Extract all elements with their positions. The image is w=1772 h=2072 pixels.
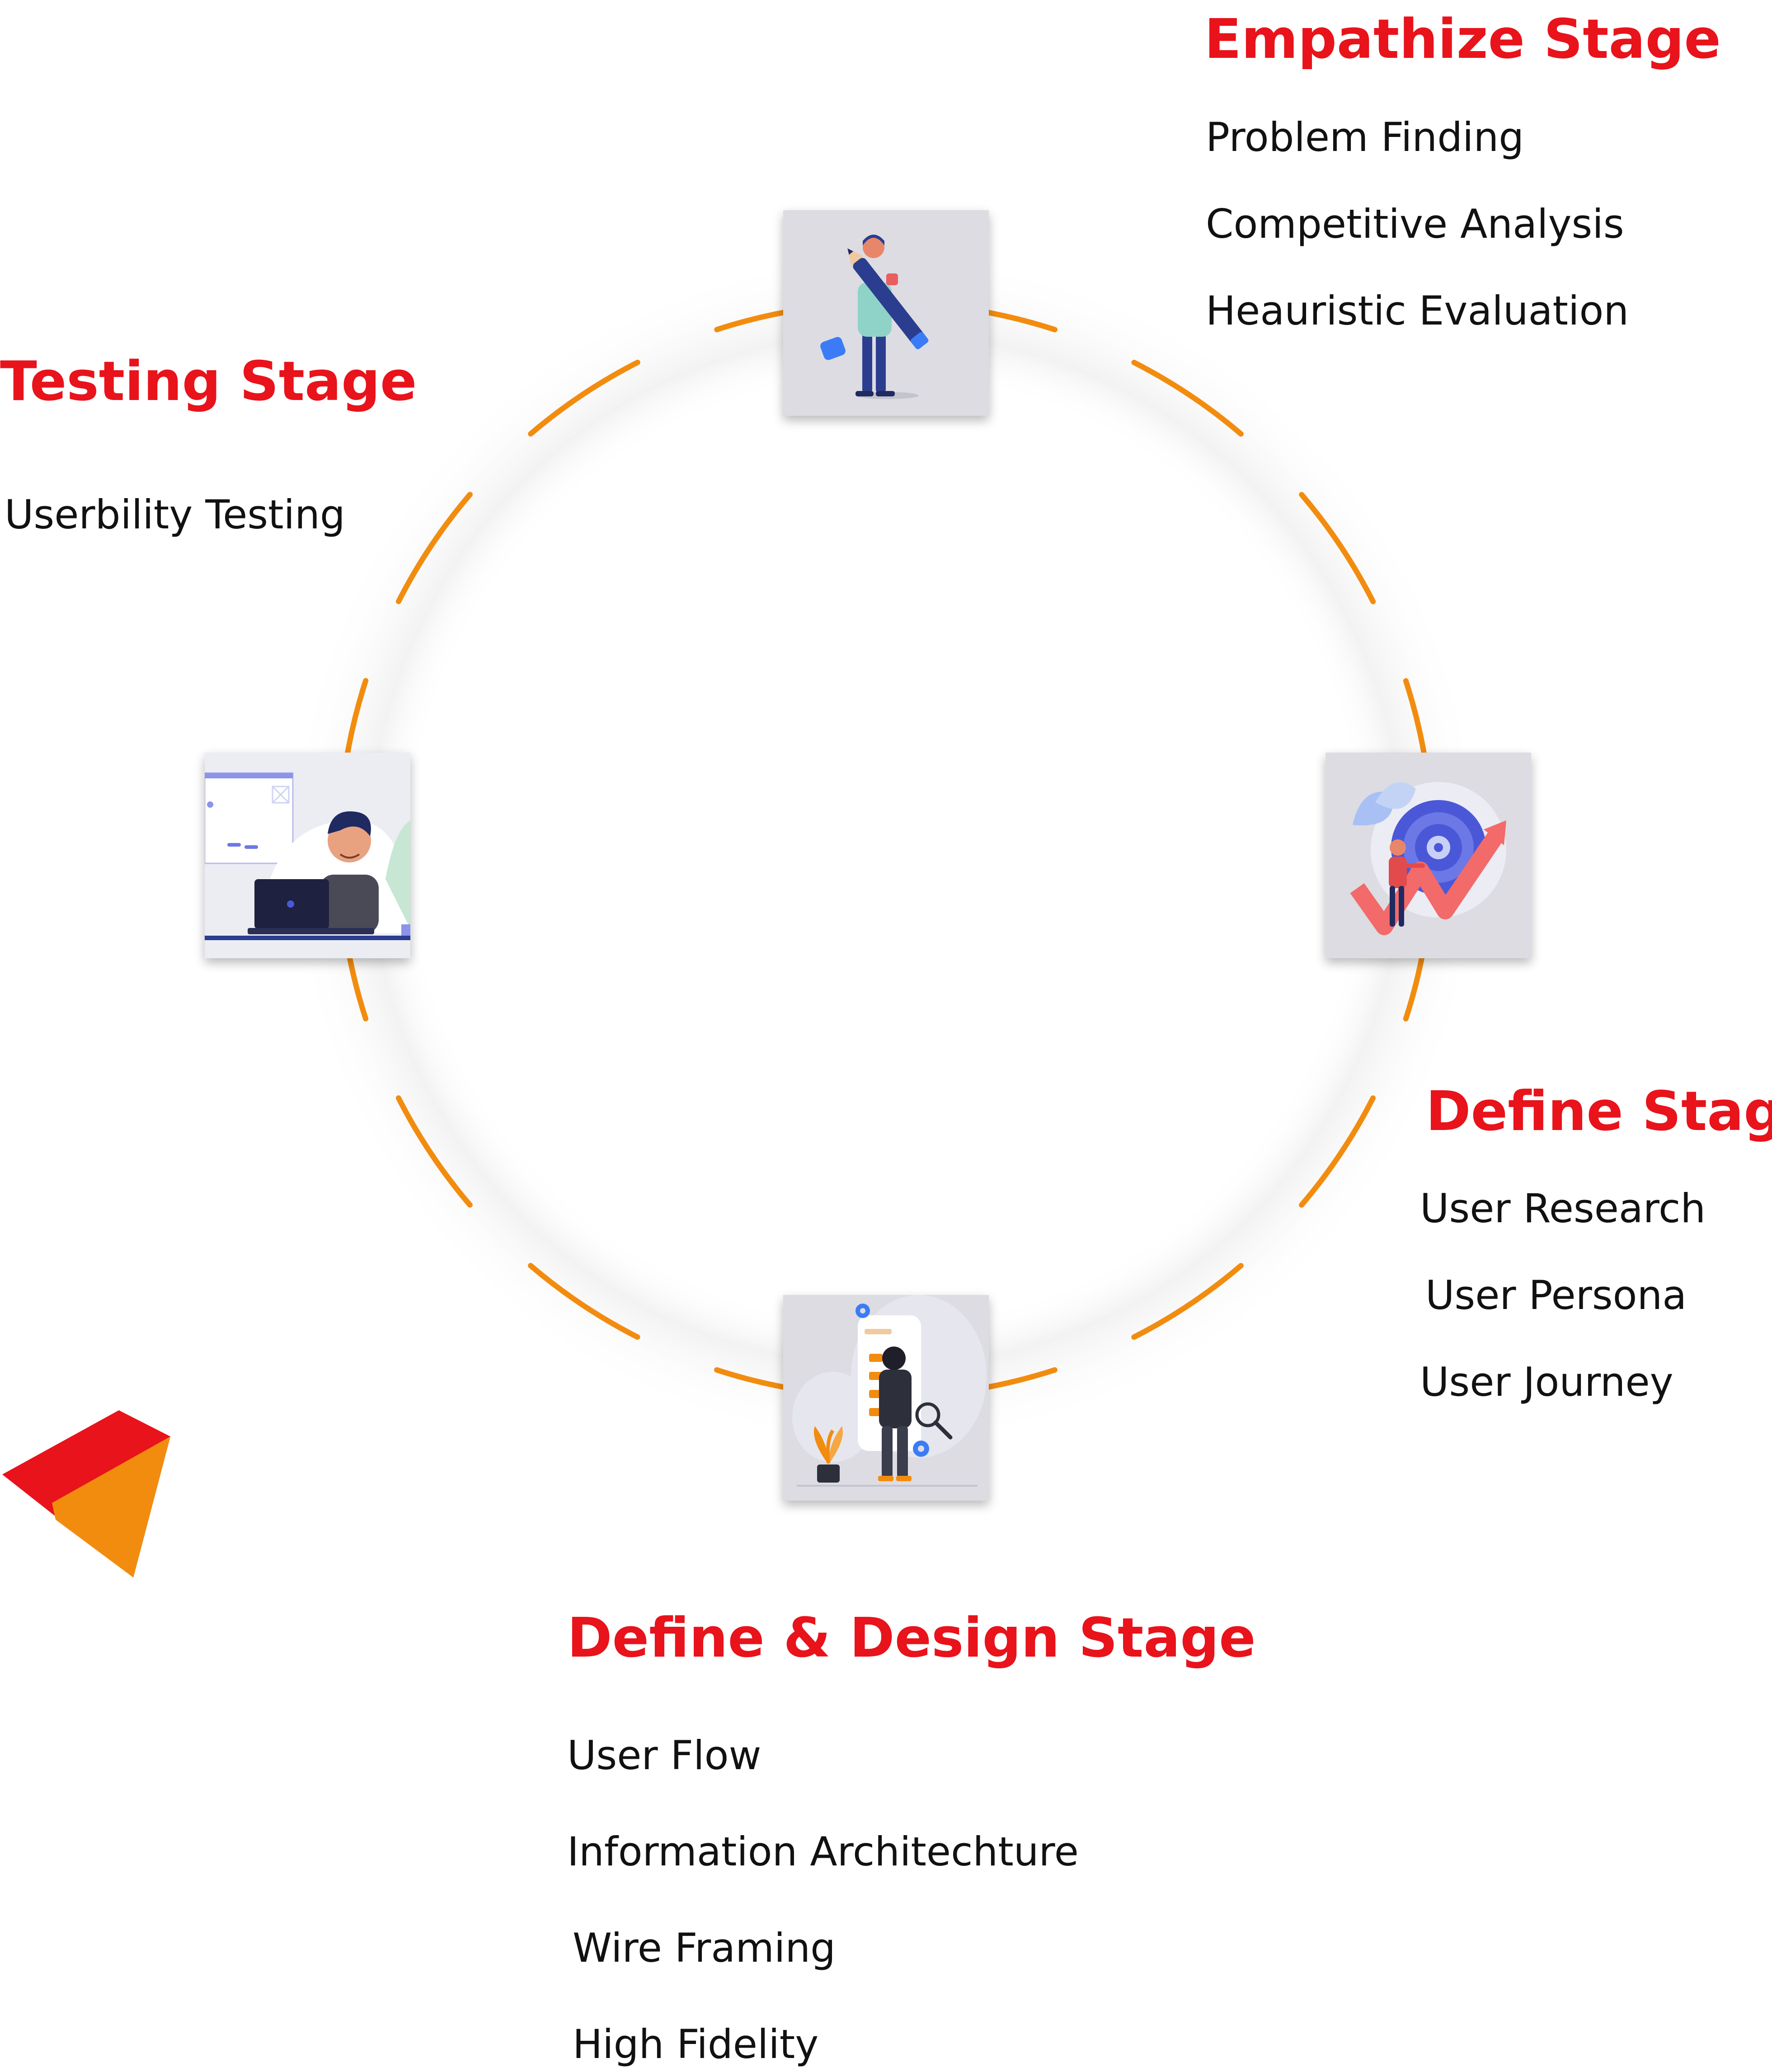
define-stage-title: Define Stage [1426, 1080, 1772, 1143]
design-illustration-card [783, 1295, 989, 1501]
wireframe-builder-illustration [792, 1295, 987, 1487]
define-item: User Persona [1425, 1272, 1687, 1319]
design-item: User Flow [567, 1732, 761, 1779]
design-stage-list: User Flow Information Architechture Wire… [567, 1736, 1079, 2064]
empathize-stage-title: Empathize Stage [1204, 8, 1721, 71]
define-item: User Research [1420, 1185, 1706, 1232]
testing-item: Userbility Testing [5, 491, 345, 538]
design-stage-title: Define & Design Stage [567, 1607, 1256, 1670]
testing-stage-title: Testing Stage [0, 350, 417, 413]
empathize-item: Problem Finding [1206, 114, 1524, 160]
person-at-laptop-illustration [205, 753, 410, 958]
person-with-pencil-illustration [820, 235, 929, 399]
define-illustration-card [1325, 753, 1531, 958]
define-stage-list: User Research User Persona User Journey [1420, 1189, 1706, 1402]
design-item: Information Architechture [567, 1828, 1079, 1875]
empathize-illustration-card [783, 210, 989, 416]
define-item: User Journey [1420, 1359, 1673, 1405]
testing-illustration-card [205, 753, 410, 958]
empathize-item: Competitive Analysis [1206, 201, 1624, 247]
empathize-item: Heauristic Evaluation [1206, 287, 1629, 334]
target-growth-illustration [1350, 782, 1506, 935]
red-orange-kite-logo [2, 1410, 170, 1578]
ring-glow [285, 249, 1487, 1451]
testing-stage-list: Userbility Testing [5, 495, 345, 535]
design-item: Wire Framing [573, 1925, 836, 1971]
design-item: High Fidelity [573, 2021, 819, 2067]
empathize-stage-list: Problem Finding Competitive Analysis Hea… [1206, 118, 1629, 331]
